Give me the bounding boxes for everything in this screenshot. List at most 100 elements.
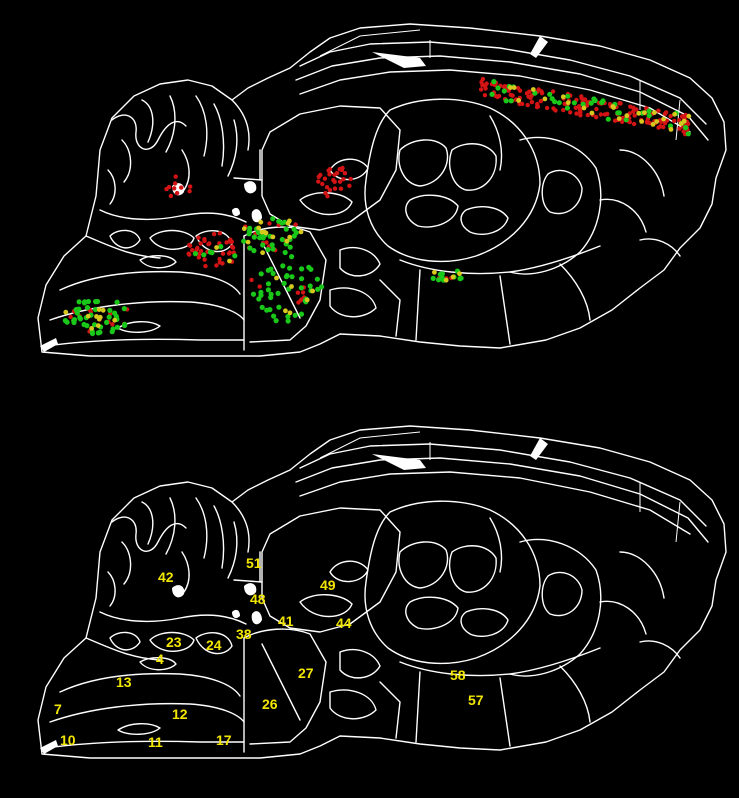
cell-marker <box>656 108 661 113</box>
cell-marker <box>524 91 530 96</box>
cell-marker <box>677 126 682 131</box>
cell-marker <box>662 111 668 117</box>
cell-marker <box>217 256 222 262</box>
cell-marker <box>511 85 517 90</box>
cell-marker <box>279 236 285 243</box>
cell-marker <box>332 172 337 177</box>
region-label: 7 <box>54 701 62 717</box>
cell-marker <box>96 307 102 312</box>
cell-marker <box>600 98 606 104</box>
cell-marker <box>76 299 82 305</box>
cell-marker <box>241 226 247 232</box>
cell-marker <box>227 250 232 255</box>
cell-marker <box>250 291 257 297</box>
cell-marker <box>314 276 320 282</box>
cell-marker <box>337 179 343 184</box>
cell-marker <box>214 245 220 250</box>
cell-marker <box>265 281 272 287</box>
top-cell-markers <box>62 76 692 337</box>
cell-marker <box>63 309 69 315</box>
cell-marker <box>95 323 101 329</box>
cell-marker <box>84 305 91 311</box>
cell-marker <box>310 288 315 294</box>
cell-marker <box>264 240 269 245</box>
cell-marker <box>110 322 115 327</box>
cell-marker <box>122 322 128 329</box>
cell-marker <box>483 86 488 91</box>
cell-marker <box>298 285 304 291</box>
cell-marker <box>503 98 509 104</box>
cell-marker <box>324 185 330 190</box>
region-label: 17 <box>216 732 232 748</box>
cell-marker <box>585 112 590 118</box>
cell-marker <box>281 280 287 286</box>
cell-marker <box>632 113 637 118</box>
cell-marker <box>564 105 571 111</box>
cell-marker <box>291 233 297 239</box>
cell-marker <box>164 186 169 192</box>
cell-marker <box>287 265 293 271</box>
cell-marker <box>227 239 232 244</box>
cell-marker <box>287 310 293 316</box>
cell-marker <box>62 318 68 324</box>
cell-marker <box>610 104 616 109</box>
cell-marker <box>227 258 232 264</box>
cell-marker <box>681 129 686 134</box>
cell-marker <box>550 89 556 94</box>
cell-marker <box>251 248 257 254</box>
cell-marker <box>77 315 83 321</box>
cell-marker <box>92 306 99 313</box>
cell-marker <box>672 118 677 124</box>
cell-marker <box>246 231 252 237</box>
cell-marker <box>642 110 647 115</box>
cell-marker <box>457 271 462 277</box>
cell-marker <box>194 247 199 252</box>
cell-marker <box>631 109 636 114</box>
cell-marker <box>327 172 332 177</box>
cell-marker <box>279 220 285 226</box>
cell-marker <box>538 98 544 104</box>
cell-marker <box>217 231 222 236</box>
cell-marker <box>85 313 91 319</box>
cell-marker <box>458 275 464 281</box>
cell-marker <box>241 238 247 244</box>
cell-marker <box>332 179 337 184</box>
cell-marker <box>268 294 274 301</box>
top-atlas-panel <box>37 23 727 357</box>
cell-marker <box>571 100 578 106</box>
cell-marker <box>295 290 301 295</box>
cell-marker <box>113 313 119 320</box>
region-label: 41 <box>278 613 294 629</box>
cell-marker <box>114 324 120 330</box>
cell-marker <box>634 107 639 112</box>
bottom-atlas-panel: 7 10 13 4 12 11 17 23 24 42 38 26 27 41 … <box>37 425 727 759</box>
region-label: 12 <box>172 706 188 722</box>
cell-marker <box>616 110 622 116</box>
cell-marker <box>289 284 294 289</box>
cell-marker <box>605 111 610 117</box>
cell-marker <box>202 238 207 243</box>
cell-marker <box>260 242 266 248</box>
cell-marker <box>283 308 288 314</box>
cell-marker <box>71 317 78 323</box>
cell-marker <box>589 110 595 116</box>
cell-marker <box>300 290 306 295</box>
cell-marker <box>573 105 578 111</box>
cell-marker <box>198 241 203 246</box>
cell-marker <box>650 122 656 127</box>
region-label: 11 <box>148 734 163 750</box>
cell-marker <box>211 231 217 237</box>
cell-marker <box>168 193 174 199</box>
cell-marker <box>267 307 273 313</box>
region-label: 48 <box>250 591 266 607</box>
cell-marker <box>265 287 271 293</box>
cell-marker <box>192 251 198 257</box>
bottom-atlas-outline <box>37 425 727 759</box>
cell-marker <box>320 181 325 187</box>
cell-marker <box>672 111 677 117</box>
region-label: 13 <box>116 674 132 690</box>
cell-marker <box>232 253 238 259</box>
cell-marker <box>282 249 288 256</box>
cell-marker <box>646 108 652 114</box>
